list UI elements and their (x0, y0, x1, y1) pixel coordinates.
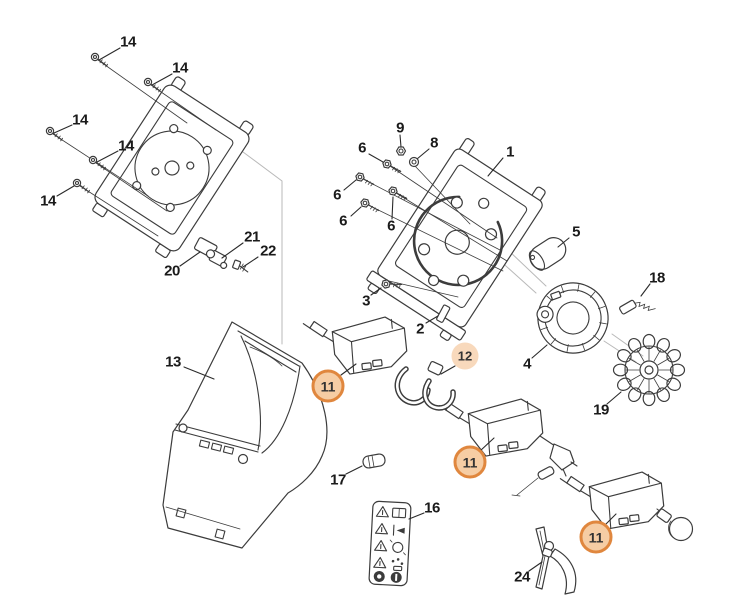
callout-part-4[interactable]: 4 (523, 355, 531, 373)
part-13-chute-drawing (162, 321, 328, 549)
part-11-switch-3-drawing (559, 466, 694, 542)
badge-part-11-a[interactable]: 11 (311, 369, 345, 403)
rotating-parts-icon (392, 541, 404, 553)
callout-part-18[interactable]: 18 (649, 269, 665, 287)
callout-part-5[interactable]: 5 (572, 223, 580, 241)
frame-assembly-drawing (92, 76, 254, 259)
callout-leader-lines (53, 47, 651, 572)
callout-part-8[interactable]: 8 (430, 134, 438, 152)
callout-part-1[interactable]: 1 (506, 143, 514, 161)
warning-triangle-icon (374, 539, 388, 552)
part-11-switch-2-drawing (438, 393, 578, 477)
callout-part-2[interactable]: 2 (416, 320, 424, 338)
part-4-motor-drawing (536, 282, 609, 354)
nut-9-drawing (395, 146, 407, 156)
callout-part-9[interactable]: 9 (396, 119, 404, 137)
callout-part-14-c[interactable]: 14 (72, 111, 88, 129)
part-22-screw-drawing (232, 259, 249, 273)
screw-6-drawing (386, 185, 410, 201)
warning-triangle-icon (375, 506, 389, 518)
part-19-fan-drawing (612, 333, 686, 407)
screw-6-drawing (380, 158, 404, 174)
badge-part-12[interactable]: 12 (451, 342, 479, 370)
screw-14-drawing (72, 178, 91, 194)
part-2-strip-drawing (436, 304, 451, 323)
debris-icon (391, 559, 395, 563)
badge-part-11-c[interactable]: 11 (579, 520, 613, 554)
callout-part-22[interactable]: 22 (260, 242, 276, 260)
part-17-sleeve-drawing (362, 453, 386, 469)
callout-part-14-e[interactable]: 14 (40, 192, 56, 210)
screw-14-drawing (90, 52, 109, 68)
screw-14-drawing (45, 126, 64, 142)
pin-drawing (511, 466, 555, 497)
callout-part-6-c[interactable]: 6 (339, 212, 347, 230)
callout-part-3[interactable]: 3 (362, 292, 370, 310)
screw-axis-lines (52, 59, 508, 298)
callout-part-19[interactable]: 19 (593, 401, 609, 419)
part-21-drawing (205, 249, 228, 270)
callout-part-14-a[interactable]: 14 (120, 33, 136, 51)
screw-6-drawing (353, 171, 377, 187)
part-24-bracket-drawing (535, 526, 577, 595)
callout-part-16[interactable]: 16 (424, 499, 440, 517)
badge-part-11-b[interactable]: 11 (453, 445, 487, 479)
callout-part-17[interactable]: 17 (330, 471, 346, 489)
callout-part-6-b[interactable]: 6 (333, 186, 341, 204)
callout-part-21[interactable]: 21 (244, 228, 260, 246)
keep-distance-icon (392, 524, 395, 536)
part-5-capacitor-drawing (528, 237, 567, 271)
callout-part-13[interactable]: 13 (165, 353, 181, 371)
screw-14-drawing (143, 77, 162, 93)
callout-part-24[interactable]: 24 (514, 568, 530, 586)
warning-triangle-icon (374, 523, 389, 535)
part-1-housing-drawing (366, 138, 546, 341)
screw-6-drawing (358, 197, 382, 213)
washer-8-drawing (408, 156, 420, 168)
callout-part-20[interactable]: 20 (164, 262, 180, 280)
callout-part-6-a[interactable]: 6 (358, 139, 366, 157)
part-12-clamp-drawing (394, 360, 456, 411)
part-18-brush-drawing (619, 299, 656, 315)
part-16-warning-label-drawing (368, 500, 412, 587)
callout-part-6-d[interactable]: 6 (387, 217, 395, 235)
hardware-screws (45, 52, 420, 292)
warning-triangle-icon (373, 556, 387, 569)
callout-part-14-b[interactable]: 14 (172, 59, 188, 77)
part-11-switch-1-drawing (302, 311, 410, 379)
callout-part-14-d[interactable]: 14 (118, 137, 134, 155)
